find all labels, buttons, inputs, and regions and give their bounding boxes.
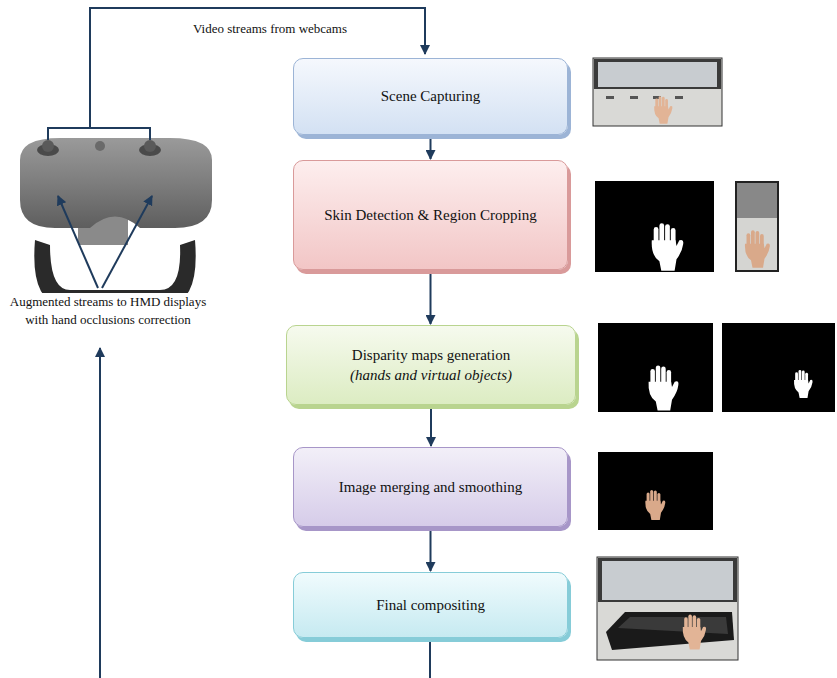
scene-photo: [593, 58, 722, 126]
merged-image: [598, 452, 713, 530]
flow-arrow: [430, 409, 432, 446]
final-photo: [597, 557, 738, 660]
disparity-map: [598, 323, 835, 412]
box-subtitle: (hands and virtual objects): [350, 365, 512, 385]
flow-arrow: [430, 274, 432, 324]
box-title: Skin Detection & Region Cropping: [324, 205, 536, 225]
flow-arrow: [430, 139, 432, 159]
annotation-label: Video streams from webcams: [140, 20, 400, 38]
process-box: Skin Detection & Region Cropping: [293, 160, 568, 270]
annotation-label: Augmented streams to HMD displays with h…: [8, 293, 208, 328]
box-title: Scene Capturing: [381, 86, 481, 106]
process-box: Final compositing: [293, 572, 568, 638]
box-title: Image merging and smoothing: [339, 477, 522, 497]
skin-mask: [595, 181, 779, 272]
hmd-device: [20, 138, 212, 305]
process-box: Disparity maps generation(hands and virt…: [286, 325, 576, 405]
box-title: Disparity maps generation: [352, 345, 510, 365]
box-title: Final compositing: [376, 595, 485, 615]
flow-arrow: [430, 531, 432, 571]
process-box: Scene Capturing: [293, 58, 568, 135]
process-box: Image merging and smoothing: [293, 447, 568, 527]
